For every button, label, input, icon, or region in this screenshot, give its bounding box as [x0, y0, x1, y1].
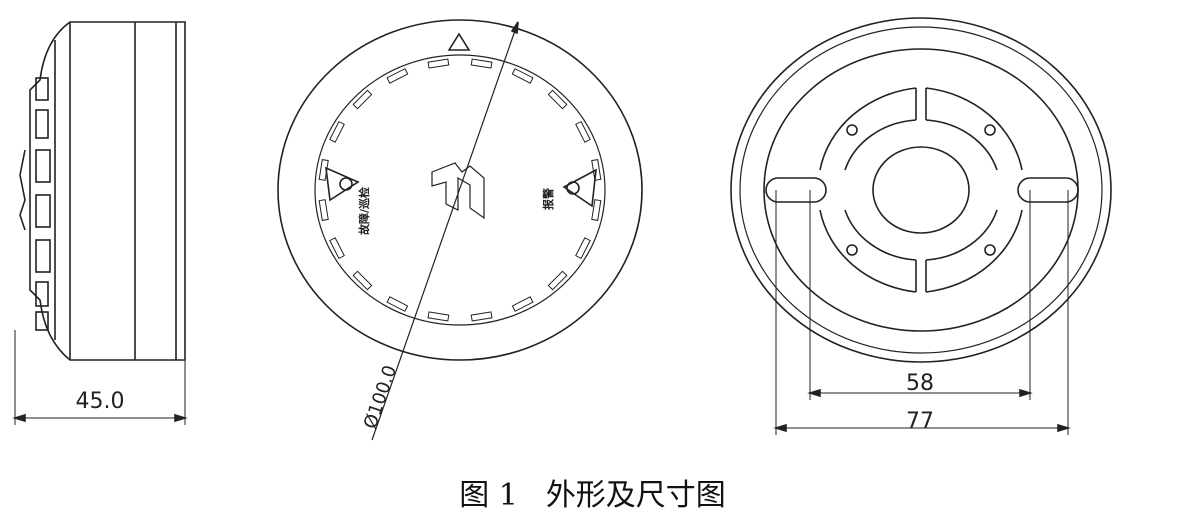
figure-caption: 图 1 外形及尺寸图: [0, 470, 1185, 514]
side-view: 45.0: [12, 21, 188, 425]
vent-slot: [511, 296, 534, 312]
vent-slot: [591, 159, 602, 181]
vent-slot: [427, 311, 450, 322]
vent-slot: [352, 270, 373, 291]
vent-slot: [547, 89, 568, 110]
vent-slot: [386, 296, 409, 312]
side-height-dimension: 45.0: [76, 389, 125, 414]
caption-title: 外形及尺寸图: [545, 478, 726, 513]
vent-slot: [547, 270, 568, 291]
fault-inspection-label: 故障/巡检: [357, 187, 371, 235]
vent-slot: [470, 311, 493, 322]
vent-slot: [386, 68, 409, 84]
vent-slot: [352, 89, 373, 110]
back-view: 58 77: [730, 17, 1112, 435]
vent-slot: [318, 199, 329, 221]
alarm-label: 报警: [541, 188, 555, 210]
diameter-dimension: Ø100.0: [360, 363, 401, 432]
vent-slot: [329, 120, 345, 143]
vent-slot: [575, 120, 591, 143]
inner-dimension: 58: [906, 371, 934, 396]
vent-slot: [575, 237, 591, 260]
vent-slot: [470, 58, 493, 69]
front-view: Ø100.0 故障/巡检 报警: [277, 19, 643, 441]
vent-slot: [511, 68, 534, 84]
caption-number: 图 1: [459, 478, 518, 513]
outer-dimension: 77: [906, 409, 934, 434]
vent-slot: [427, 58, 450, 69]
vent-slot: [591, 199, 602, 221]
vent-slot: [329, 237, 345, 260]
